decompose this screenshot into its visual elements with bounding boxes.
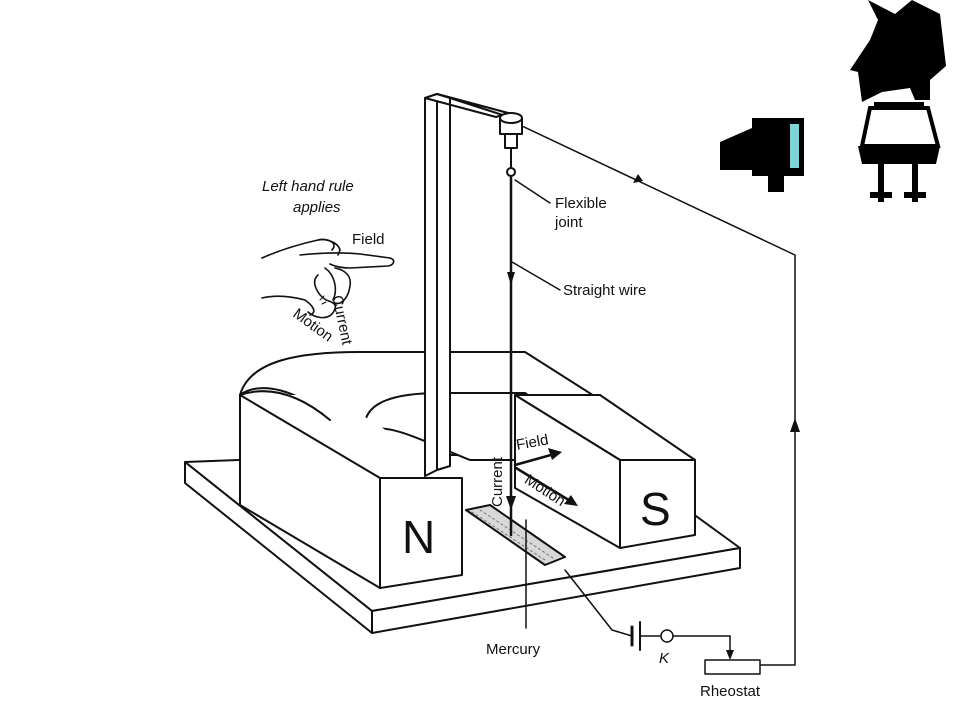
left-hand-drawing [261,238,395,319]
mercury-label: Mercury [486,641,541,658]
north-pole-label: N [402,511,436,563]
field-arrow [513,448,562,467]
gap-current-label: Current [489,456,506,507]
horseshoe-magnet [239,351,696,589]
robot-figure-icon [850,0,946,202]
straight-wire-assembly [499,112,527,629]
leader-lines [511,179,561,291]
flexible-joint-label-line2: joint [555,214,583,231]
flexible-joint-label: Flexible [555,195,607,212]
south-pole-label: S [640,483,671,535]
external-circuit [521,125,800,675]
hand-field-label: Field [352,231,385,248]
mercury-trough [465,504,566,566]
rheostat-label: Rheostat [700,683,761,700]
key-label: K [659,650,670,667]
motion-arrow [514,466,578,506]
straight-wire-label: Straight wire [563,282,647,299]
left-hand-rule-title: Left hand rule [262,178,354,195]
wire-stand [424,93,519,477]
left-hand-rule-subtitle: applies [293,199,341,216]
computer-icon [720,118,804,192]
